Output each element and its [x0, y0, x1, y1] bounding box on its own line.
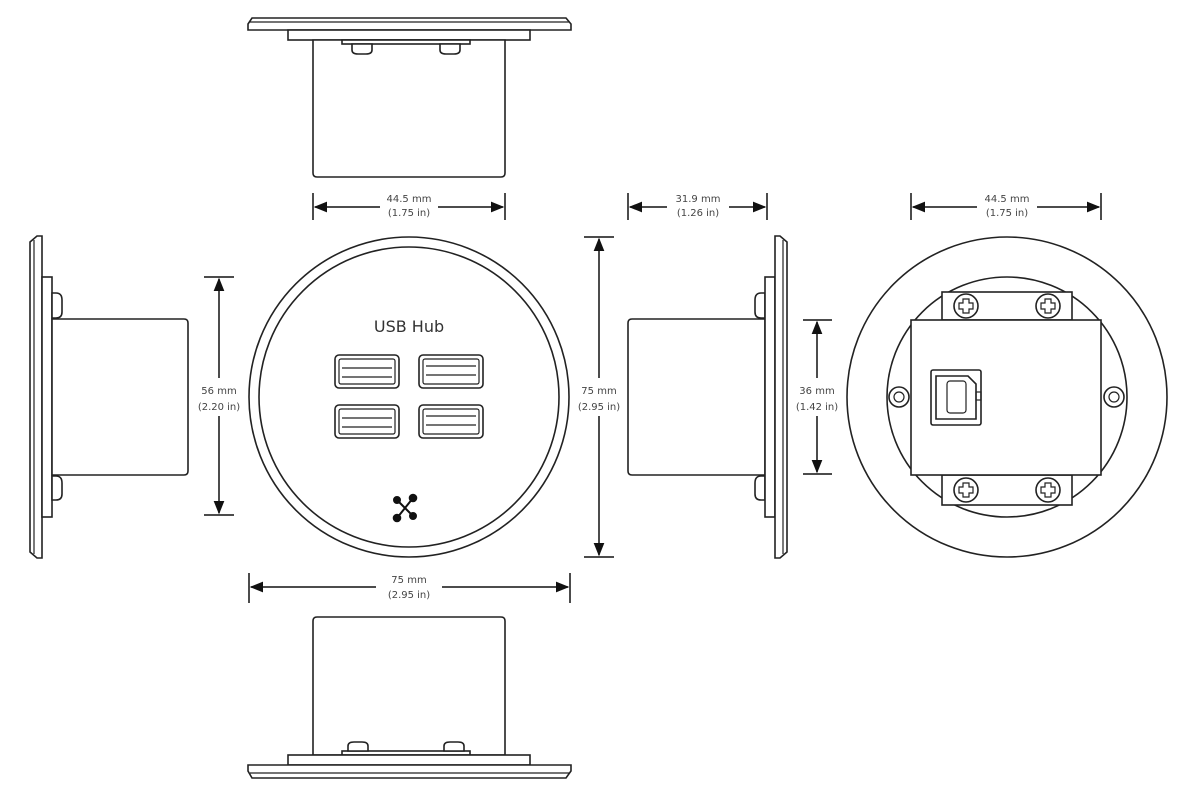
screw-icon	[953, 477, 979, 503]
left-side-view	[29, 235, 189, 559]
usb-a-port	[334, 354, 400, 389]
brand-logo-icon	[392, 493, 418, 523]
dim-front-width-mm: 75 mm	[391, 575, 426, 586]
dim-front-height-in: (2.95 in)	[578, 402, 620, 413]
screw-icon	[1035, 477, 1061, 503]
back-view	[846, 236, 1168, 558]
dimension-top-width: 44.5 mm (1.75 in)	[312, 193, 506, 220]
usb-b-port	[930, 369, 982, 426]
top-view	[247, 17, 572, 178]
dim-depth-in: (1.26 in)	[677, 208, 719, 219]
usb-a-port	[334, 404, 400, 439]
dim-back-width-mm: 44.5 mm	[985, 194, 1030, 205]
dimension-depth: 31.9 mm (1.26 in)	[627, 193, 768, 220]
mounting-hole-icon	[888, 386, 910, 408]
screw-icon	[953, 293, 979, 319]
dimension-back-width: 44.5 mm (1.75 in)	[910, 193, 1102, 220]
dimension-front-width: 75 mm (2.95 in)	[248, 573, 571, 603]
dimension-front-height: 75 mm (2.95 in)	[578, 236, 620, 558]
usb-a-port	[418, 354, 484, 389]
screw-icon	[1035, 293, 1061, 319]
dim-top-width-mm: 44.5 mm	[387, 194, 432, 205]
dim-side-height-mm: 56 mm	[201, 386, 236, 397]
usb-a-port	[418, 404, 484, 439]
dim-side-height-in: (2.20 in)	[198, 402, 240, 413]
dim-front-height-mm: 75 mm	[581, 386, 616, 397]
mounting-hole-icon	[1103, 386, 1125, 408]
dim-top-width-in: (1.75 in)	[388, 208, 430, 219]
dimension-back-module-height: 36 mm (1.42 in)	[796, 319, 838, 475]
dim-front-width-in: (2.95 in)	[388, 590, 430, 601]
dim-depth-mm: 31.9 mm	[676, 194, 721, 205]
dim-back-height-in: (1.42 in)	[796, 402, 838, 413]
dimension-side-height: 56 mm (2.20 in)	[198, 276, 240, 516]
front-label: USB Hub	[374, 317, 444, 336]
dim-back-width-in: (1.75 in)	[986, 208, 1028, 219]
bottom-view	[247, 616, 572, 779]
dim-back-height-mm: 36 mm	[799, 386, 834, 397]
right-side-view	[627, 235, 788, 559]
front-view: USB Hub	[248, 236, 570, 558]
